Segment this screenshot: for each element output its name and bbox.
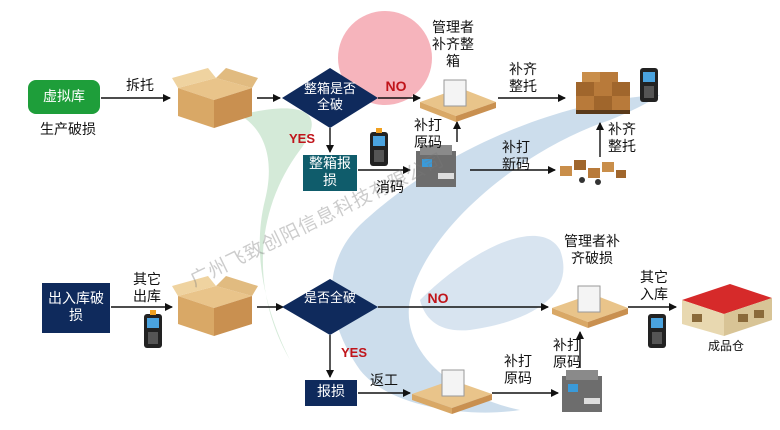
tray-icon-rework xyxy=(412,369,492,414)
unpack-label: 拆托 xyxy=(126,78,154,94)
outbound-damage-box xyxy=(42,283,110,333)
scanner-icon-bottom-left xyxy=(144,310,162,348)
scrap-box-label: 整箱报损 xyxy=(309,156,351,189)
manager-damage-label: 管理者补齐破损 xyxy=(564,234,620,267)
cardboard-box-icon-bottom xyxy=(172,276,258,336)
complete-pallet-label: 补齐整托 xyxy=(509,62,537,95)
virtual-warehouse-box xyxy=(28,80,100,114)
label-printer-icon-bottom xyxy=(562,370,602,412)
tray-icon-bottom xyxy=(552,285,628,328)
scanner-icon-top-right xyxy=(640,68,658,102)
pink-circle xyxy=(338,11,432,105)
production-damage-label: 生产破损 xyxy=(40,122,96,138)
blue-band-lower xyxy=(420,235,564,331)
reprint-original-label-2: 补打原码 xyxy=(553,338,581,371)
other-inbound-label: 其它入库 xyxy=(640,270,668,303)
cardboard-box-icon xyxy=(172,68,258,128)
cancel-code-label: 消码 xyxy=(376,180,404,196)
virtual-warehouse-label: 虚拟库 xyxy=(43,89,85,105)
scrap-label: 报损 xyxy=(317,384,345,400)
green-band xyxy=(240,108,312,360)
reprint-original-label-1: 补打原码 xyxy=(504,354,532,387)
decision-top-label: 整箱是否全破 xyxy=(303,82,356,113)
finished-warehouse-label: 成品仓 xyxy=(707,339,744,353)
no-label-top: NO xyxy=(385,78,407,94)
decision-diamond-top xyxy=(282,68,378,128)
scanner-icon-top xyxy=(370,128,388,166)
scrap-box-rect xyxy=(303,155,357,191)
manager-full-box-label: 管理者补齐整箱 xyxy=(432,20,474,70)
rework-label: 返工 xyxy=(370,373,398,389)
no-label-bottom: NO xyxy=(427,290,449,306)
outbound-damage-label: 出入库破损 xyxy=(48,291,104,324)
scattered-boxes-icon xyxy=(560,160,626,185)
label-printer-icon-top xyxy=(416,145,456,187)
decision-diamond-bottom xyxy=(282,279,378,335)
other-outbound-label: 其它出库 xyxy=(133,272,161,305)
pallet-stack-icon xyxy=(576,72,630,114)
blue-band xyxy=(331,95,660,413)
reprint-new-label: 补打新码 xyxy=(502,140,530,173)
scanner-icon-bottom-right xyxy=(648,314,666,348)
decision-bottom-label: 是否全破 xyxy=(303,291,356,306)
reprint-original-top-label: 补打原码 xyxy=(414,118,442,151)
scrap-rect xyxy=(305,380,357,406)
yes-label-top: YES xyxy=(288,131,315,146)
complete-pallet-label-2: 补齐整托 xyxy=(608,122,636,155)
tray-icon-top xyxy=(420,79,496,122)
yes-label-bottom: YES xyxy=(340,345,367,360)
warehouse-icon xyxy=(682,284,772,336)
